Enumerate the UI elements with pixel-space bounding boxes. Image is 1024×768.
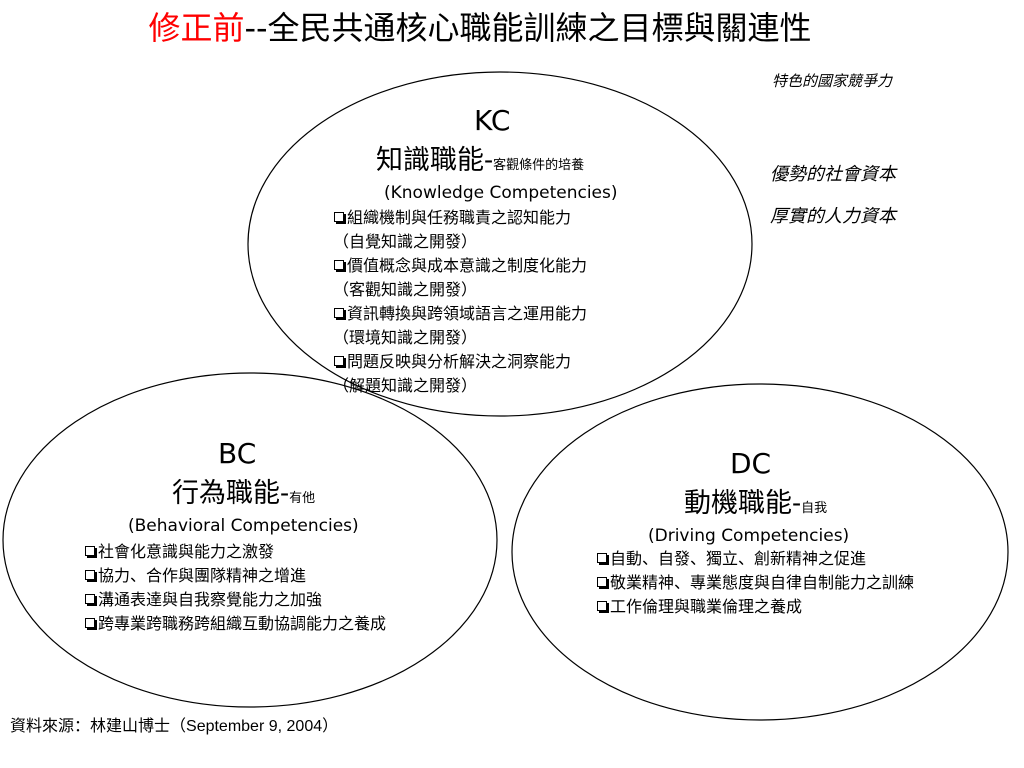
footer-label: 資料來源：林建山博士（	[10, 716, 187, 735]
dc-ellipse	[511, 383, 1009, 721]
checkbox-bullet-icon	[85, 618, 95, 628]
kc-english: (Knowledge Competencies)	[384, 183, 618, 203]
dc-name: 動機職能-自我	[684, 487, 827, 526]
title-main: 全民共通核心職能訓練之目標與關連性	[267, 9, 812, 47]
kc-name-main: 知識職能	[376, 145, 484, 176]
bc-english: (Behavioral Competencies)	[128, 516, 359, 536]
checkbox-bullet-icon	[334, 212, 344, 222]
checkbox-bullet-icon	[334, 260, 344, 270]
kc-items: 組織機制與任務職責之認知能力 （自覺知識之開發） 價值概念與成本意識之制度化能力…	[333, 206, 587, 398]
page-title: 修正前--全民共通核心職能訓練之目標與關連性	[0, 4, 960, 52]
kc-name-sub: 客觀條件的培養	[493, 158, 585, 173]
dc-english: (Driving Competencies)	[648, 526, 850, 546]
checkbox-bullet-icon	[85, 546, 95, 556]
kc-ellipse	[247, 71, 753, 417]
list-item: 組織機制與任務職責之認知能力	[333, 206, 587, 230]
list-item: 社會化意識與能力之激發	[84, 540, 386, 564]
checkbox-bullet-icon	[85, 594, 95, 604]
checkbox-bullet-icon	[334, 308, 344, 318]
bc-name-dash: -	[280, 478, 290, 509]
bc-ellipse	[2, 372, 498, 708]
checkbox-bullet-icon	[597, 601, 607, 611]
list-item: 自動、自發、獨立、創新精神之促進	[596, 547, 914, 571]
list-item: （環境知識之開發）	[333, 328, 478, 347]
footer-close: ）	[322, 716, 339, 735]
checkbox-bullet-icon	[597, 577, 607, 587]
source-footer: 資料來源：林建山博士（September 9, 2004）	[10, 714, 338, 739]
dc-name-dash: -	[792, 488, 802, 519]
list-item: 跨專業跨職務跨組織互動協調能力之養成	[84, 612, 386, 636]
side-note-human-capital: 厚實的人力資本	[770, 206, 896, 227]
dc-name-sub: 自我	[801, 501, 828, 516]
bc-items: 社會化意識與能力之激發 協力、合作與團隊精神之增進 溝通表達與自我察覺能力之加強…	[84, 540, 386, 636]
bc-name: 行為職能-有他	[172, 477, 315, 516]
list-item: 敬業精神、專業態度與自律自制能力之訓練	[596, 571, 914, 595]
dc-abbr: DC	[730, 447, 772, 480]
list-item: 工作倫理與職業倫理之養成	[596, 595, 914, 619]
checkbox-bullet-icon	[597, 553, 607, 563]
bc-name-main: 行為職能	[172, 478, 280, 509]
kc-abbr: KC	[474, 104, 511, 137]
checkbox-bullet-icon	[334, 356, 344, 366]
checkbox-bullet-icon	[85, 570, 95, 580]
list-item: （解題知識之開發）	[333, 376, 478, 395]
kc-name-dash: -	[484, 145, 494, 176]
list-item: 資訊轉換與跨領域語言之運用能力	[333, 302, 587, 326]
title-separator: --	[244, 9, 268, 47]
list-item: 價值概念與成本意識之制度化能力	[333, 254, 587, 278]
footer-date: September 9, 2004	[186, 718, 323, 735]
side-note-national-competitiveness: 特色的國家競爭力	[772, 72, 893, 90]
dc-name-main: 動機職能	[684, 488, 792, 519]
bc-abbr: BC	[218, 437, 257, 470]
title-prefix: 修正前	[148, 9, 245, 47]
list-item: 問題反映與分析解決之洞察能力	[333, 350, 587, 374]
list-item: 溝通表達與自我察覺能力之加強	[84, 588, 386, 612]
list-item: 協力、合作與團隊精神之增進	[84, 564, 386, 588]
list-item: （自覺知識之開發）	[333, 232, 478, 251]
dc-items: 自動、自發、獨立、創新精神之促進 敬業精神、專業態度與自律自制能力之訓練 工作倫…	[596, 547, 914, 619]
kc-name: 知識職能-客觀條件的培養	[376, 144, 584, 183]
bc-name-sub: 有他	[289, 491, 316, 506]
side-note-social-capital: 優勢的社會資本	[770, 164, 896, 185]
list-item: （客觀知識之開發）	[333, 280, 478, 299]
